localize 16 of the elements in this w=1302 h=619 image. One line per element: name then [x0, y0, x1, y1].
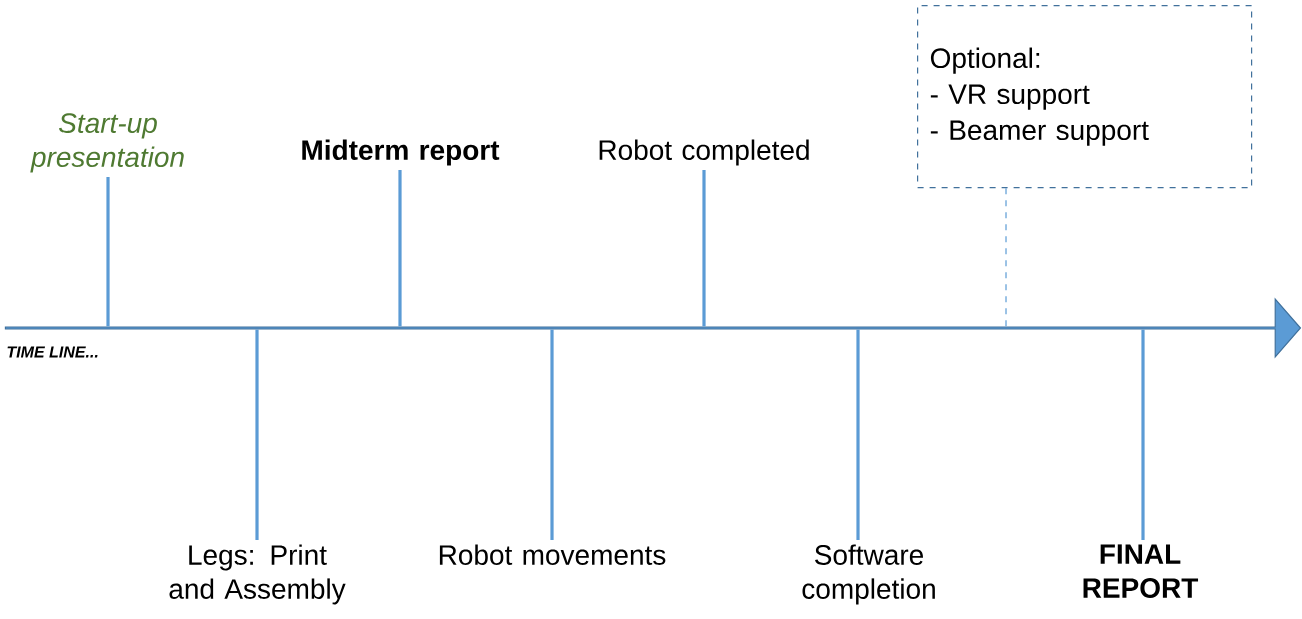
milestone-label: Robot movements [439, 544, 666, 565]
connector-line [702, 170, 706, 327]
note-box: Optional: - VR support - Beamer support [917, 5, 1253, 189]
connector-line [856, 329, 860, 540]
milestone-label: Start-up presentation [30, 113, 184, 173]
milestone-label: Legs: Print and Assembly [169, 544, 346, 605]
connector-line [398, 170, 402, 327]
milestone-label: Midterm report [302, 139, 500, 166]
milestone-label: Robot completed [599, 139, 809, 166]
timeline-caption: TIME LINE... [7, 346, 98, 358]
milestone-label: FINAL REPORT [1083, 544, 1199, 598]
connector-line [550, 329, 554, 540]
connector-line [255, 329, 259, 540]
connector-line [106, 177, 110, 327]
connector-line [1141, 329, 1145, 540]
milestone-label: Software completion [802, 544, 935, 605]
